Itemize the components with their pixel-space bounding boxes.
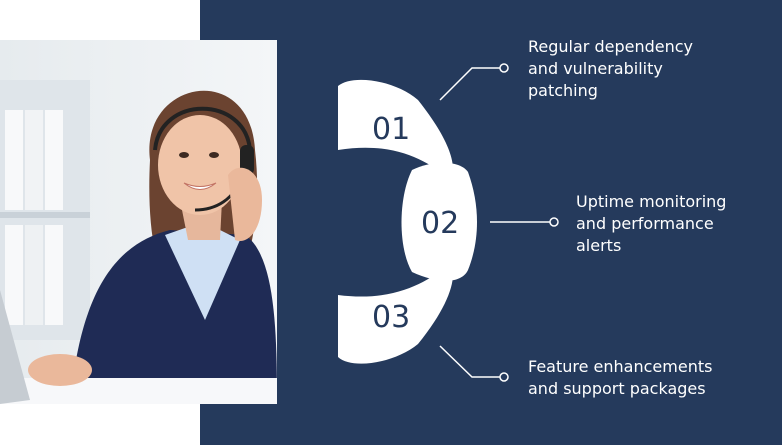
- support-agent-photo: [0, 40, 277, 404]
- connector-02: [490, 217, 559, 227]
- step-segment-02: [401, 162, 477, 281]
- step-text-01: Regular dependency and vulnerability pat…: [528, 37, 693, 100]
- step-segment-01: [338, 79, 453, 178]
- step-number-03: 03: [372, 300, 410, 335]
- step-text-02: Uptime monitoring and performance alerts: [576, 192, 727, 255]
- connector-01: [439, 63, 509, 101]
- step-number-01: 01: [372, 112, 410, 147]
- connector-03: [439, 345, 509, 382]
- step-segment-03: [338, 265, 453, 364]
- step-number-02: 02: [421, 206, 459, 241]
- step-text-03: Feature enhancements and support package…: [528, 357, 713, 398]
